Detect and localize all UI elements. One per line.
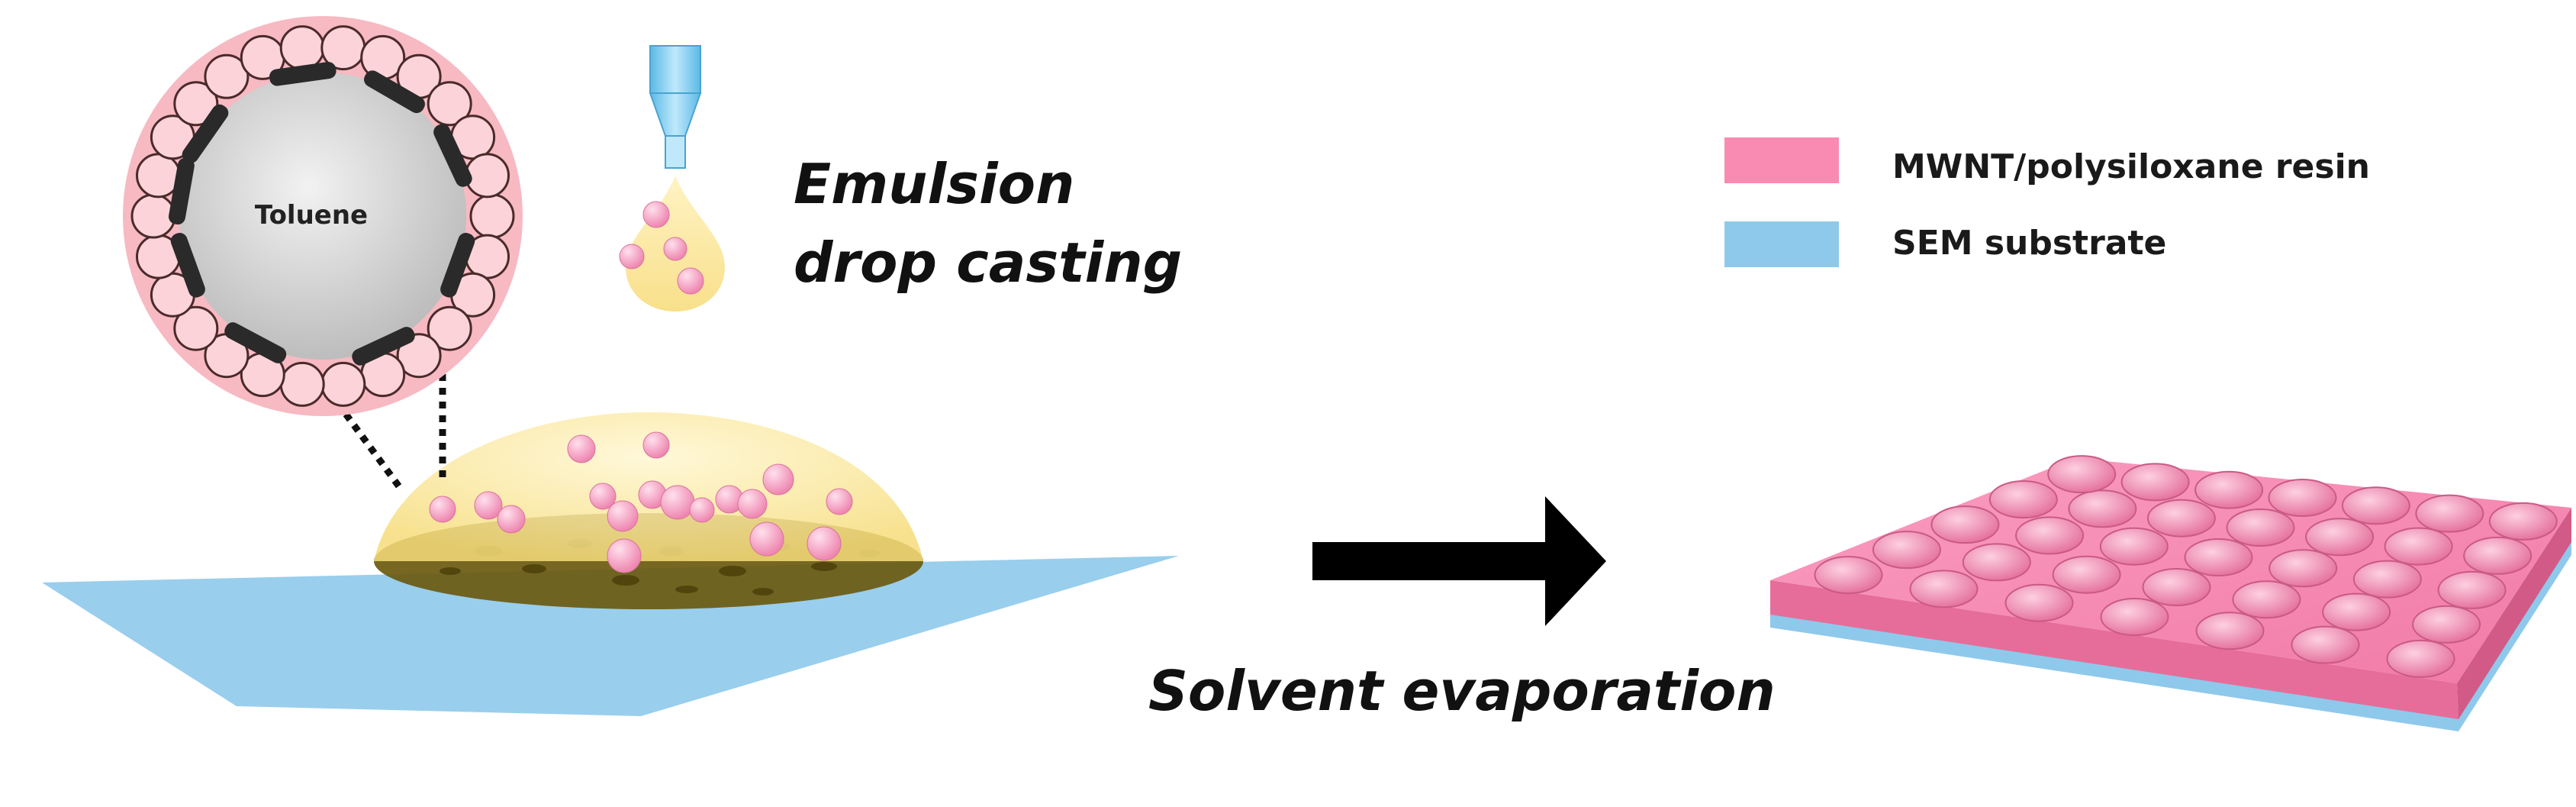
legend-label-resin: MWNT/polysiloxane resin [1892, 147, 2370, 186]
film-pore [2052, 555, 2121, 594]
film-pore [2047, 455, 2117, 494]
film-pore [2120, 463, 2190, 502]
legend-label-substrate: SEM substrate [1892, 224, 2166, 263]
film-pore [2194, 470, 2264, 509]
step1-caption-line2: drop casting [794, 231, 1182, 295]
shell-bead [396, 333, 442, 379]
film-pore [2232, 580, 2301, 619]
shell-bead [465, 153, 510, 199]
film-pore [2195, 612, 2265, 650]
film-pore [1930, 505, 2000, 544]
shell-bead [469, 193, 515, 239]
film-pore [1814, 556, 1883, 595]
film-pore [2341, 486, 2410, 525]
shell-bead [427, 305, 472, 351]
nanotube-segment [182, 104, 229, 163]
film-pore [2099, 527, 2169, 566]
legend-swatch-resin [1724, 137, 1839, 183]
nanotube-segment [352, 327, 415, 366]
emulsion-particles [429, 431, 853, 573]
substrate-plane [42, 556, 1179, 716]
film-pore [2268, 479, 2337, 517]
shell-bead [279, 361, 325, 407]
surfactant-shell [130, 25, 515, 407]
shell-bead [173, 305, 219, 351]
nanotube-segment [224, 322, 287, 363]
shell-bead [204, 53, 250, 99]
film-pore [1909, 570, 1979, 608]
film-pore [2488, 502, 2558, 541]
film-pore [1988, 480, 2058, 519]
porous-film [1770, 455, 2571, 731]
film-pore [2291, 625, 2360, 664]
step1-caption-line1: Emulsion [794, 152, 1074, 216]
film-pore [2305, 518, 2375, 557]
film-pore [2437, 570, 2507, 609]
film-pore [2004, 583, 2074, 622]
core-label: Toluene [255, 200, 368, 231]
film-pores [1814, 455, 2558, 678]
legend-swatch-substrate [1724, 221, 1839, 267]
nanotube-segment [433, 124, 472, 187]
film-pore [2384, 527, 2453, 566]
film-pore [2226, 508, 2295, 547]
film-pore [2184, 538, 2253, 576]
nanotube-segment [364, 70, 425, 114]
film-right-wall [2457, 508, 2571, 719]
film-pore [2142, 568, 2211, 606]
film-front-wall [1770, 580, 2458, 719]
nanotube-segment [170, 233, 205, 298]
film-pore [2015, 516, 2085, 555]
film-pore [2463, 536, 2533, 575]
shell-bead [279, 25, 325, 71]
shell-bead [320, 361, 366, 407]
right-arrow-icon [1312, 496, 1606, 626]
film-pore [2415, 494, 2484, 533]
nanotube-segment [440, 233, 475, 298]
toluene-core [179, 73, 466, 360]
film-pore [1872, 531, 1941, 570]
dropper-nozzle-icon [649, 45, 702, 169]
film-pore [2100, 598, 2169, 636]
drop-particles [619, 201, 704, 295]
shell-bead [427, 81, 472, 127]
film-pore [1962, 543, 2031, 582]
nanotube-segment [169, 157, 195, 225]
film-pore [2268, 549, 2338, 588]
film-pore [2146, 499, 2216, 537]
legend: MWNT/polysiloxane resin SEM substrate [1724, 137, 2370, 267]
film-pore [2322, 592, 2391, 631]
nanotube-segment [269, 62, 336, 86]
shell-bead [130, 193, 176, 239]
film-pore [2412, 605, 2481, 644]
film-pore [2386, 639, 2455, 678]
film-pore [2068, 489, 2137, 528]
nanotube-segments [169, 62, 475, 366]
shell-bead [173, 81, 219, 127]
film-pore [2352, 560, 2422, 599]
step2-caption: Solvent evaporation [1148, 659, 1776, 723]
